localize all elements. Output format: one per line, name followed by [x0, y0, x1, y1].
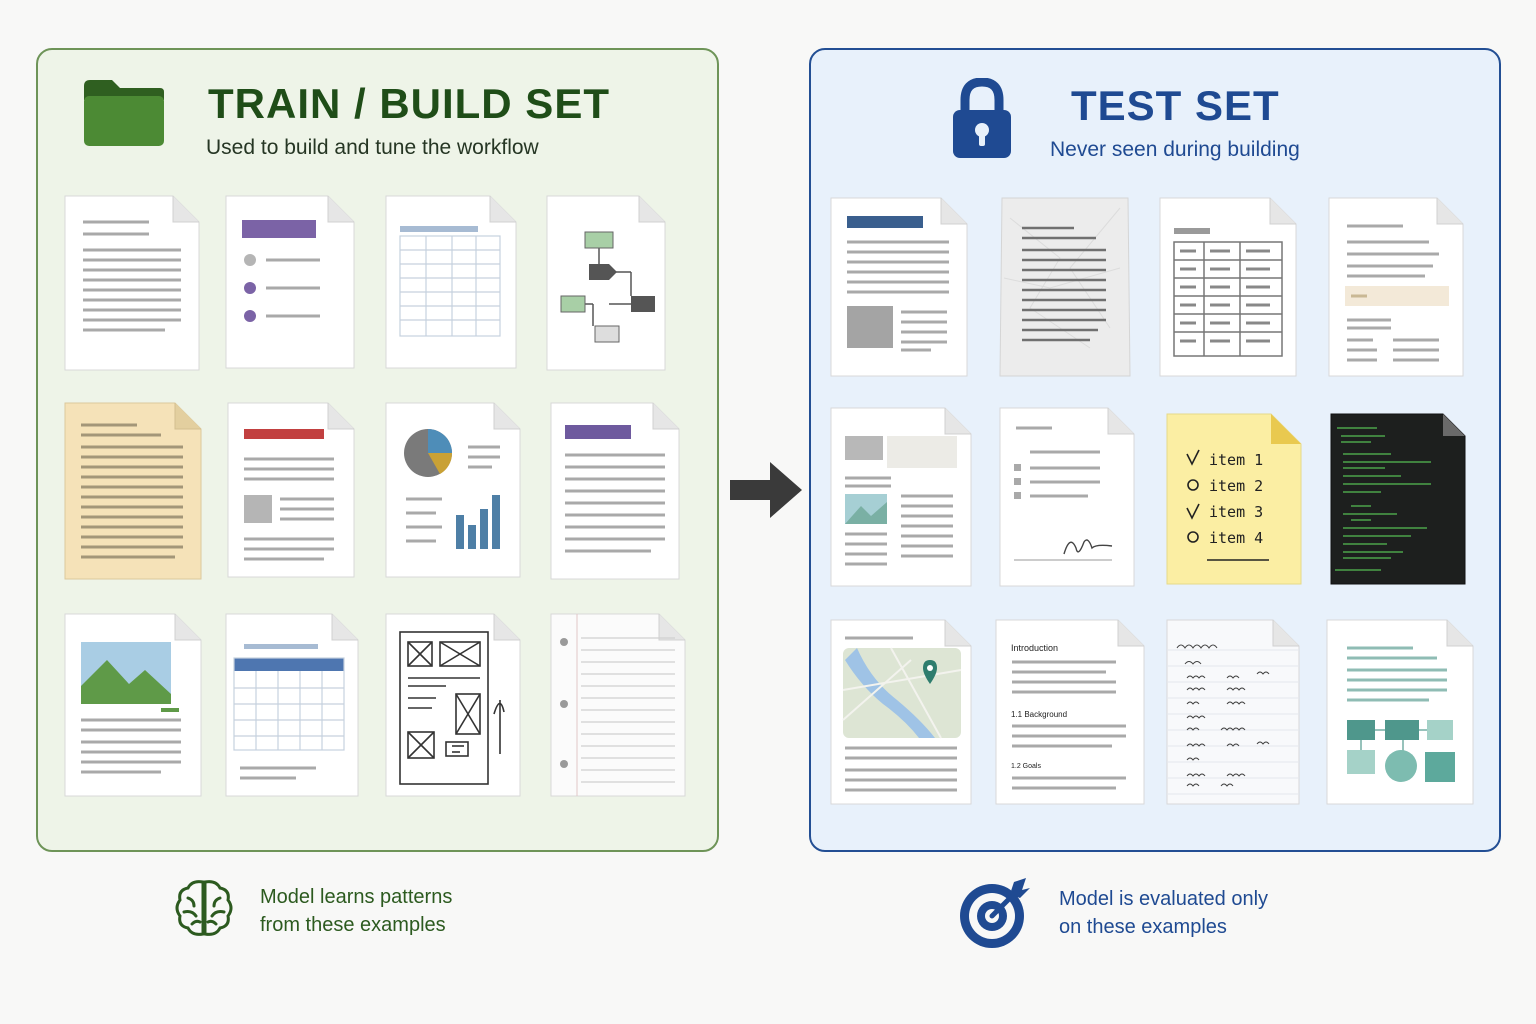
train-footer-text: Model learns patterns from these example…	[260, 883, 452, 939]
train-footer-line1: Model learns patterns	[260, 886, 453, 908]
checklist-item: item 4	[1209, 529, 1263, 547]
train-footer-line2: from these examples	[260, 914, 446, 936]
test-footer-line1: Model is evaluated only	[1059, 888, 1269, 910]
test-doc-data-table	[1159, 197, 1297, 377]
section-heading: 1.1 Background	[1011, 710, 1067, 719]
test-doc-article	[830, 197, 968, 377]
test-doc-newsletter	[830, 407, 972, 587]
test-footer-text: Model is evaluated only on these example…	[1059, 885, 1268, 941]
train-doc-table	[225, 613, 359, 797]
train-title: TRAIN / BUILD SET	[208, 80, 610, 127]
test-doc-signed-form	[999, 407, 1135, 587]
test-subtitle: Never seen during building	[1050, 138, 1300, 161]
checklist-item: item 3	[1209, 503, 1263, 521]
folder-icon	[82, 78, 166, 153]
checklist-item: item 2	[1209, 477, 1263, 495]
target-icon	[956, 876, 1032, 957]
train-doc-spreadsheet	[385, 195, 517, 369]
test-doc-crumpled	[999, 197, 1131, 377]
train-subtitle: Used to build and tune the workflow	[206, 136, 539, 159]
arrow-right-icon	[726, 458, 806, 527]
brain-icon	[172, 876, 236, 945]
train-doc-charts	[385, 402, 521, 578]
train-doc-wireframe-sketch	[385, 613, 521, 797]
train-doc-aged-text	[64, 402, 202, 580]
train-doc-image	[64, 613, 202, 797]
train-doc-flowchart	[546, 195, 666, 371]
section-heading: 1.2 Goals	[1011, 763, 1041, 770]
train-doc-lined-paper	[550, 613, 686, 797]
test-doc-sections: Introduction 1.1 Background 1.2 Goals	[995, 619, 1145, 805]
train-doc-bullets	[225, 195, 355, 369]
test-footer-line2: on these examples	[1059, 916, 1227, 938]
test-doc-handwritten-notes	[1166, 619, 1300, 805]
test-doc-map	[830, 619, 972, 805]
test-doc-diagram	[1326, 619, 1474, 805]
section-heading: Introduction	[1011, 643, 1058, 653]
lock-icon	[951, 77, 1013, 165]
test-doc-sticky-checklist: item 1 item 2 item 3 item 4	[1166, 413, 1302, 585]
test-doc-highlighted	[1328, 197, 1464, 377]
train-doc-memo	[550, 402, 680, 580]
train-doc-report	[227, 402, 355, 578]
checklist-item: item 1	[1209, 451, 1263, 469]
train-doc-text	[64, 195, 200, 371]
test-title: TEST SET	[1071, 82, 1280, 129]
test-doc-terminal-code	[1330, 413, 1466, 585]
